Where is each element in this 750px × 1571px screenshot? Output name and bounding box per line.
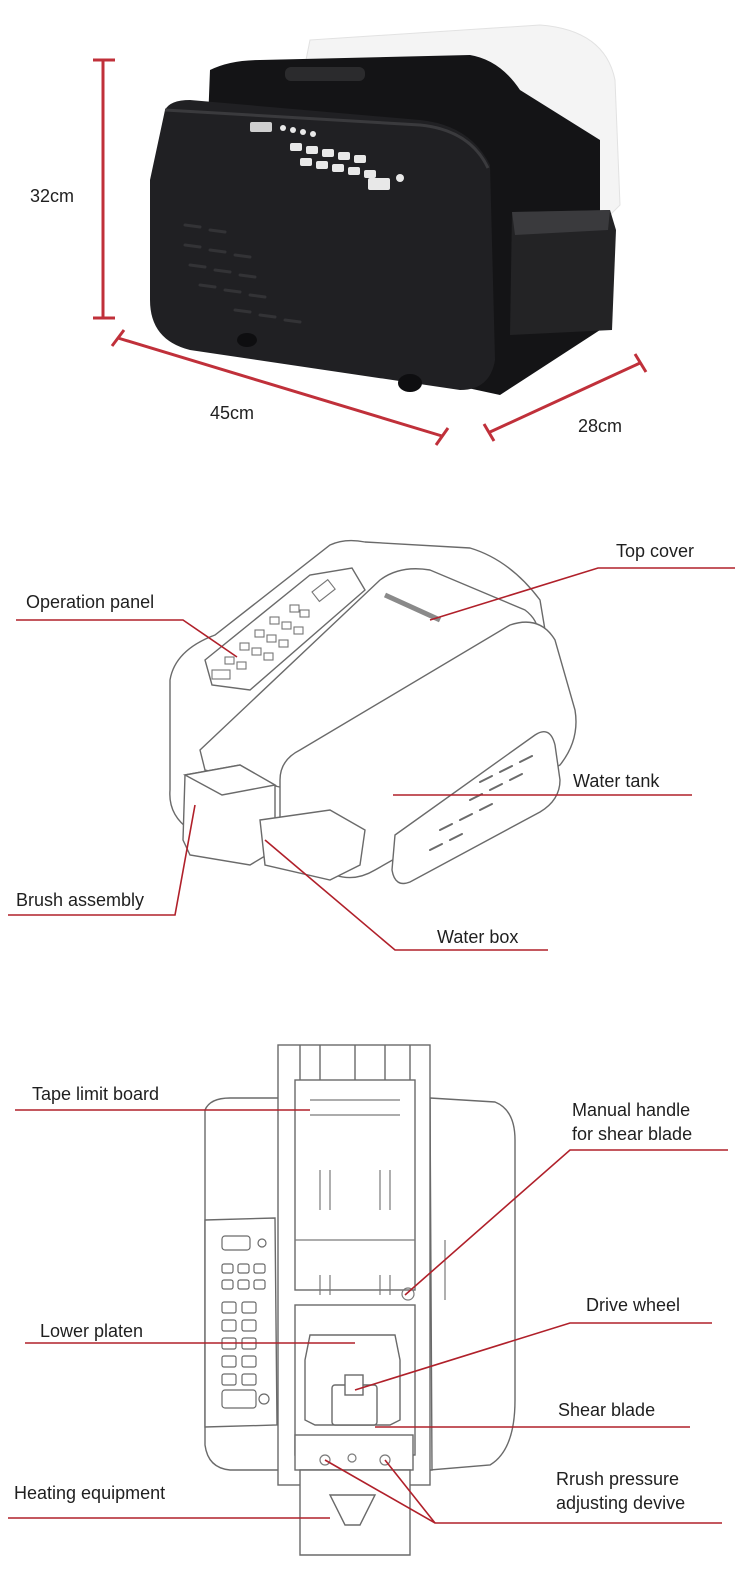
vent-slots: [183, 223, 302, 324]
label-tape-limit-board: Tape limit board: [32, 1084, 160, 1104]
top-keypad: [221, 1235, 270, 1409]
machine-photo: [93, 24, 648, 446]
length-dimension-label: 45cm: [210, 403, 255, 423]
keypad-photo: [250, 122, 404, 190]
label-heating-equipment: Heating equipment: [14, 1483, 166, 1503]
label-water-box: Water box: [437, 927, 519, 947]
top-view-panel: Tape limit board Manual handle for shear…: [0, 1040, 750, 1571]
side-vents: [429, 755, 533, 851]
label-brush-pressure: Rrush pressure adjusting devive: [556, 1469, 686, 1513]
top-leaders: [8, 1109, 728, 1524]
top-view-drawing: [8, 1044, 728, 1556]
top-view-details: [295, 1099, 446, 1466]
height-dimension-label: 32cm: [30, 186, 75, 206]
label-brush-assembly: Brush assembly: [16, 890, 145, 910]
label-top-cover: Top cover: [616, 541, 695, 561]
dimension-panel: 32cm 45cm 28cm: [0, 0, 750, 460]
label-lower-platen: Lower platen: [40, 1321, 144, 1341]
dimension-lines: [93, 58, 648, 446]
label-water-tank: Water tank: [573, 771, 660, 791]
side-view-drawing: [8, 539, 735, 951]
side-keypad: [211, 578, 336, 680]
label-manual-handle: Manual handle for shear blade: [572, 1100, 693, 1144]
label-shear-blade: Shear blade: [558, 1400, 656, 1420]
side-leaders: [8, 567, 735, 951]
label-operation-panel: Operation panel: [26, 592, 155, 612]
depth-dimension-label: 28cm: [578, 416, 623, 436]
side-view-panel: Top cover Operation panel Water tank Bru…: [0, 520, 750, 970]
label-drive-wheel: Drive wheel: [586, 1295, 681, 1315]
